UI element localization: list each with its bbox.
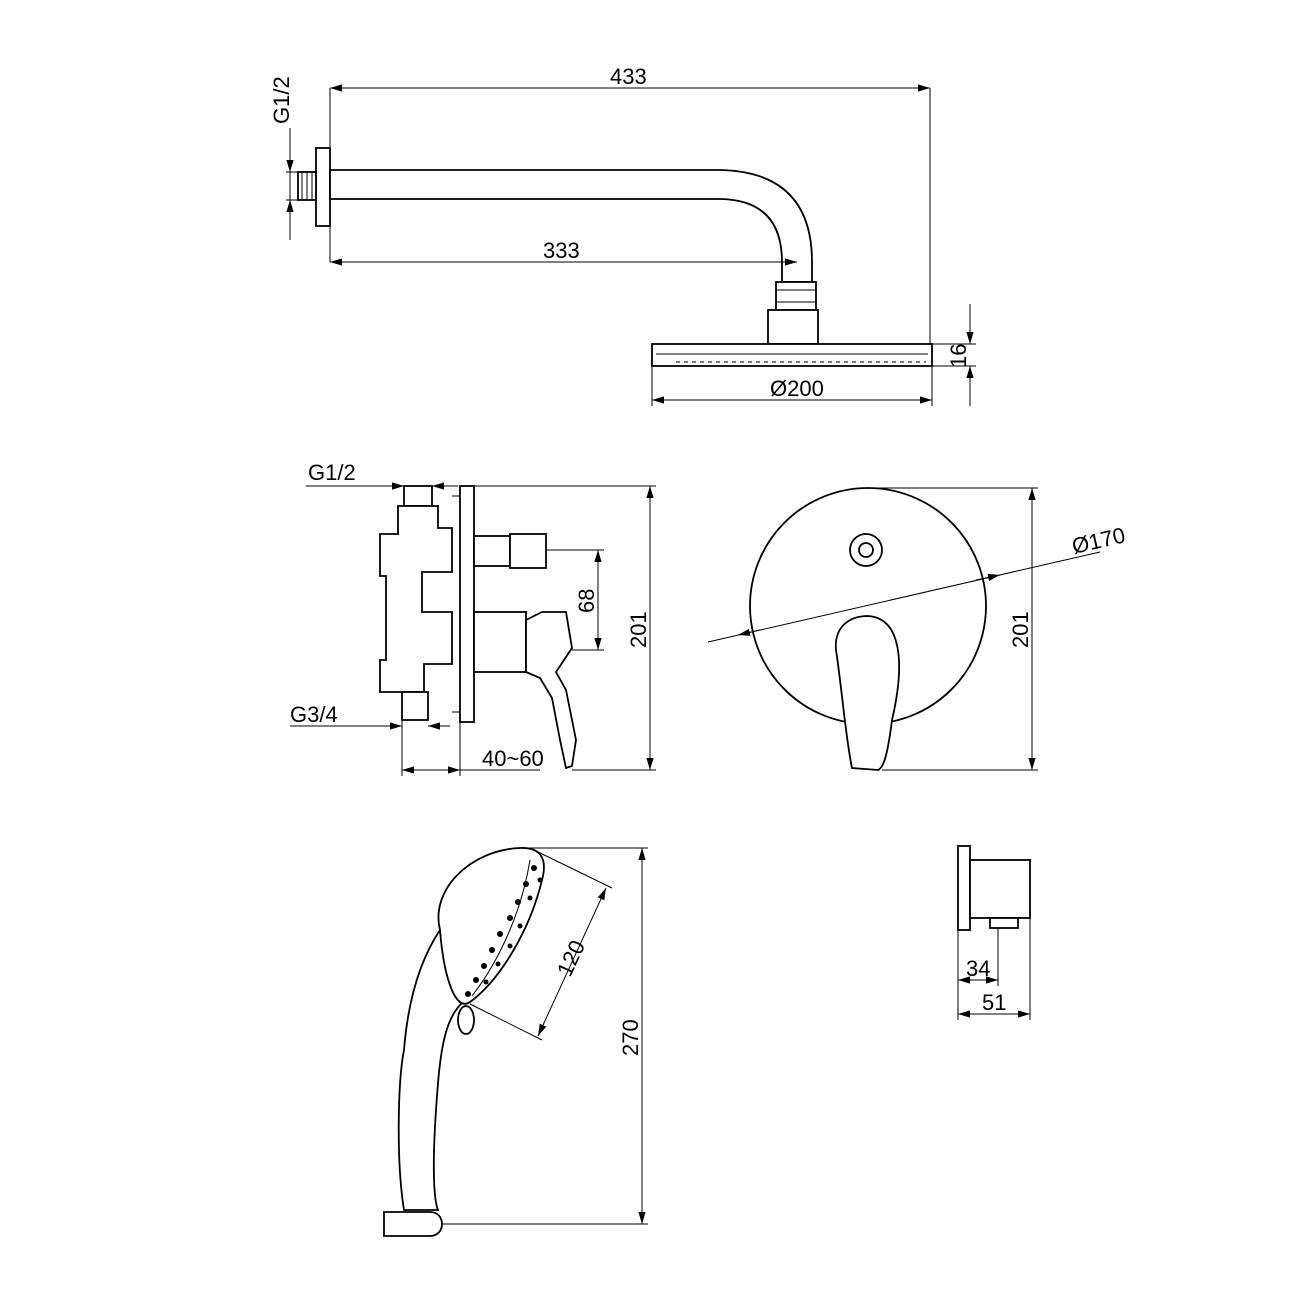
mixer-front-view: Ø170 201 [707, 487, 1128, 771]
lever-handle [525, 611, 577, 770]
dim-68: 68 [574, 589, 599, 613]
dim-thread-g34: G3/4 [290, 702, 338, 727]
dim-diameter-170: Ø170 [1070, 522, 1128, 558]
outlet-connector [989, 917, 1019, 929]
diverter-knob-inner [858, 542, 874, 558]
arm-connector [775, 281, 817, 311]
dim-40-60: 40~60 [482, 746, 544, 771]
mixer-side-view: G1/2 G3/4 68 201 40~60 [290, 460, 656, 776]
shower-arm [329, 169, 813, 283]
dim-433: 433 [610, 64, 647, 89]
overhead-shower-view: G1/2 433 333 16 Ø200 [269, 64, 976, 406]
dim-333: 333 [543, 238, 580, 263]
nozzle-dots [465, 865, 543, 997]
hose-nut [383, 1211, 443, 1237]
dim-thread-g12-mixer: G1/2 [308, 460, 356, 485]
dim-diameter-200: Ø200 [770, 376, 824, 401]
dim-201-front: 201 [1008, 611, 1033, 648]
head-neck [767, 309, 819, 345]
wall-flange [315, 147, 331, 227]
wall-plate [459, 485, 475, 723]
wall-outlet-view: 34 51 [957, 845, 1031, 1020]
valve-body [379, 505, 453, 693]
dim-34: 34 [966, 956, 990, 981]
dim-51: 51 [982, 990, 1006, 1015]
shower-head [651, 343, 933, 367]
hand-shower-handle [397, 928, 474, 1211]
dim-120: 120 [552, 936, 590, 980]
dim-thread-g12-top: G1/2 [269, 76, 294, 124]
dim-270: 270 [618, 1019, 643, 1056]
hand-shower-head [437, 847, 545, 1005]
outlet-plate [957, 845, 971, 931]
dim-16: 16 [946, 344, 971, 368]
outlet-body [969, 859, 1031, 919]
hand-shower-view: 120 270 [383, 847, 648, 1237]
front-lever-handle [835, 615, 901, 771]
dim-201-side: 201 [626, 611, 651, 648]
